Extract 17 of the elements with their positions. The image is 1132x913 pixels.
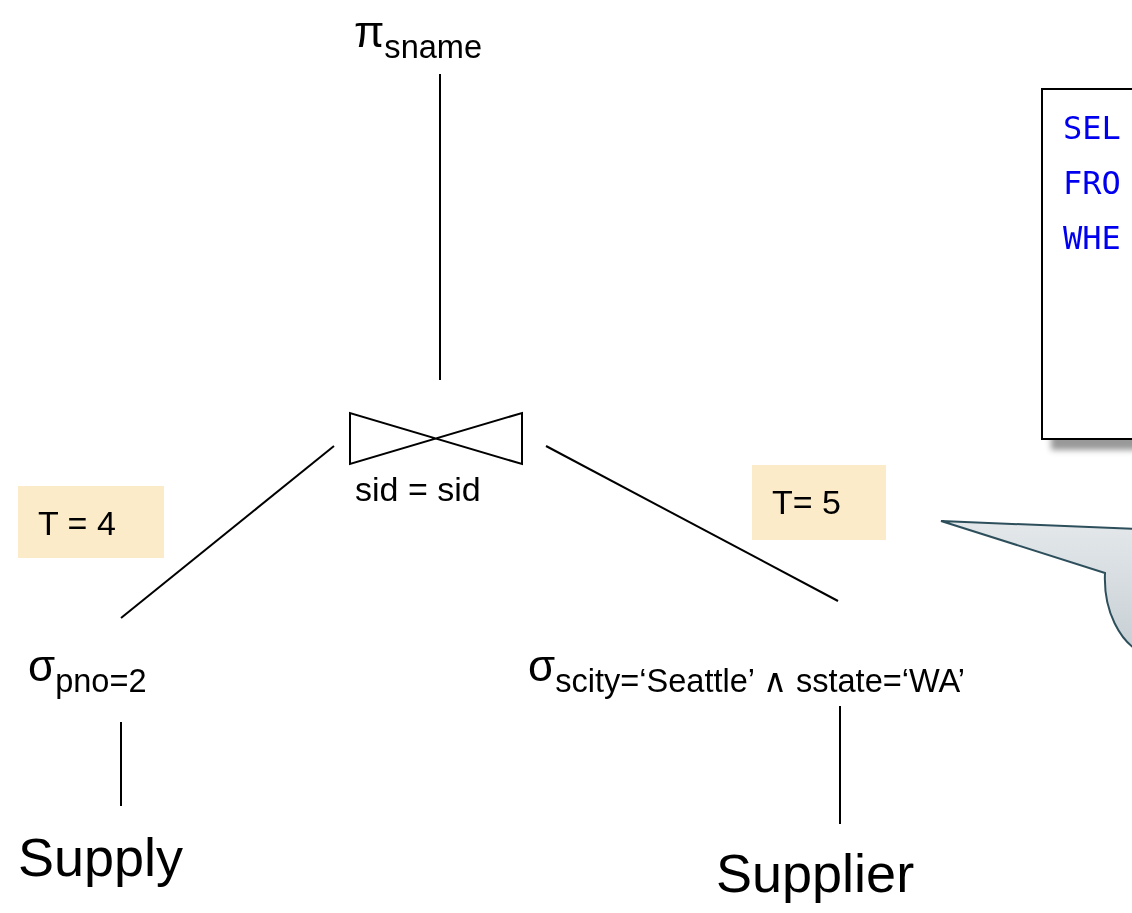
tree-edge — [120, 721, 122, 807]
tree-edge — [545, 445, 839, 602]
cost-tag — [18, 486, 164, 558]
sql-query-box — [1041, 88, 1132, 440]
sql-keyword: SEL — [1063, 112, 1121, 144]
projection-expression: π$_{sname}$ — [354, 10, 483, 64]
sql-keyword: WHE — [1063, 222, 1121, 254]
tree-edge — [439, 73, 441, 381]
cost-label: T = 4 — [38, 506, 116, 540]
tree-edge — [839, 705, 841, 825]
cost-label: T= 5 — [772, 485, 841, 519]
tree-edge — [120, 445, 335, 619]
sql-keyword: FRO — [1063, 167, 1121, 199]
selection-expression: σ$_{scity=‘Seattle’ ∧ sstate=‘WA’}$ — [528, 644, 966, 698]
selection-expression: σ$_{pno=2}$ — [28, 644, 147, 698]
join-condition: sid = sid — [355, 472, 481, 506]
cost-tag — [752, 465, 886, 540]
